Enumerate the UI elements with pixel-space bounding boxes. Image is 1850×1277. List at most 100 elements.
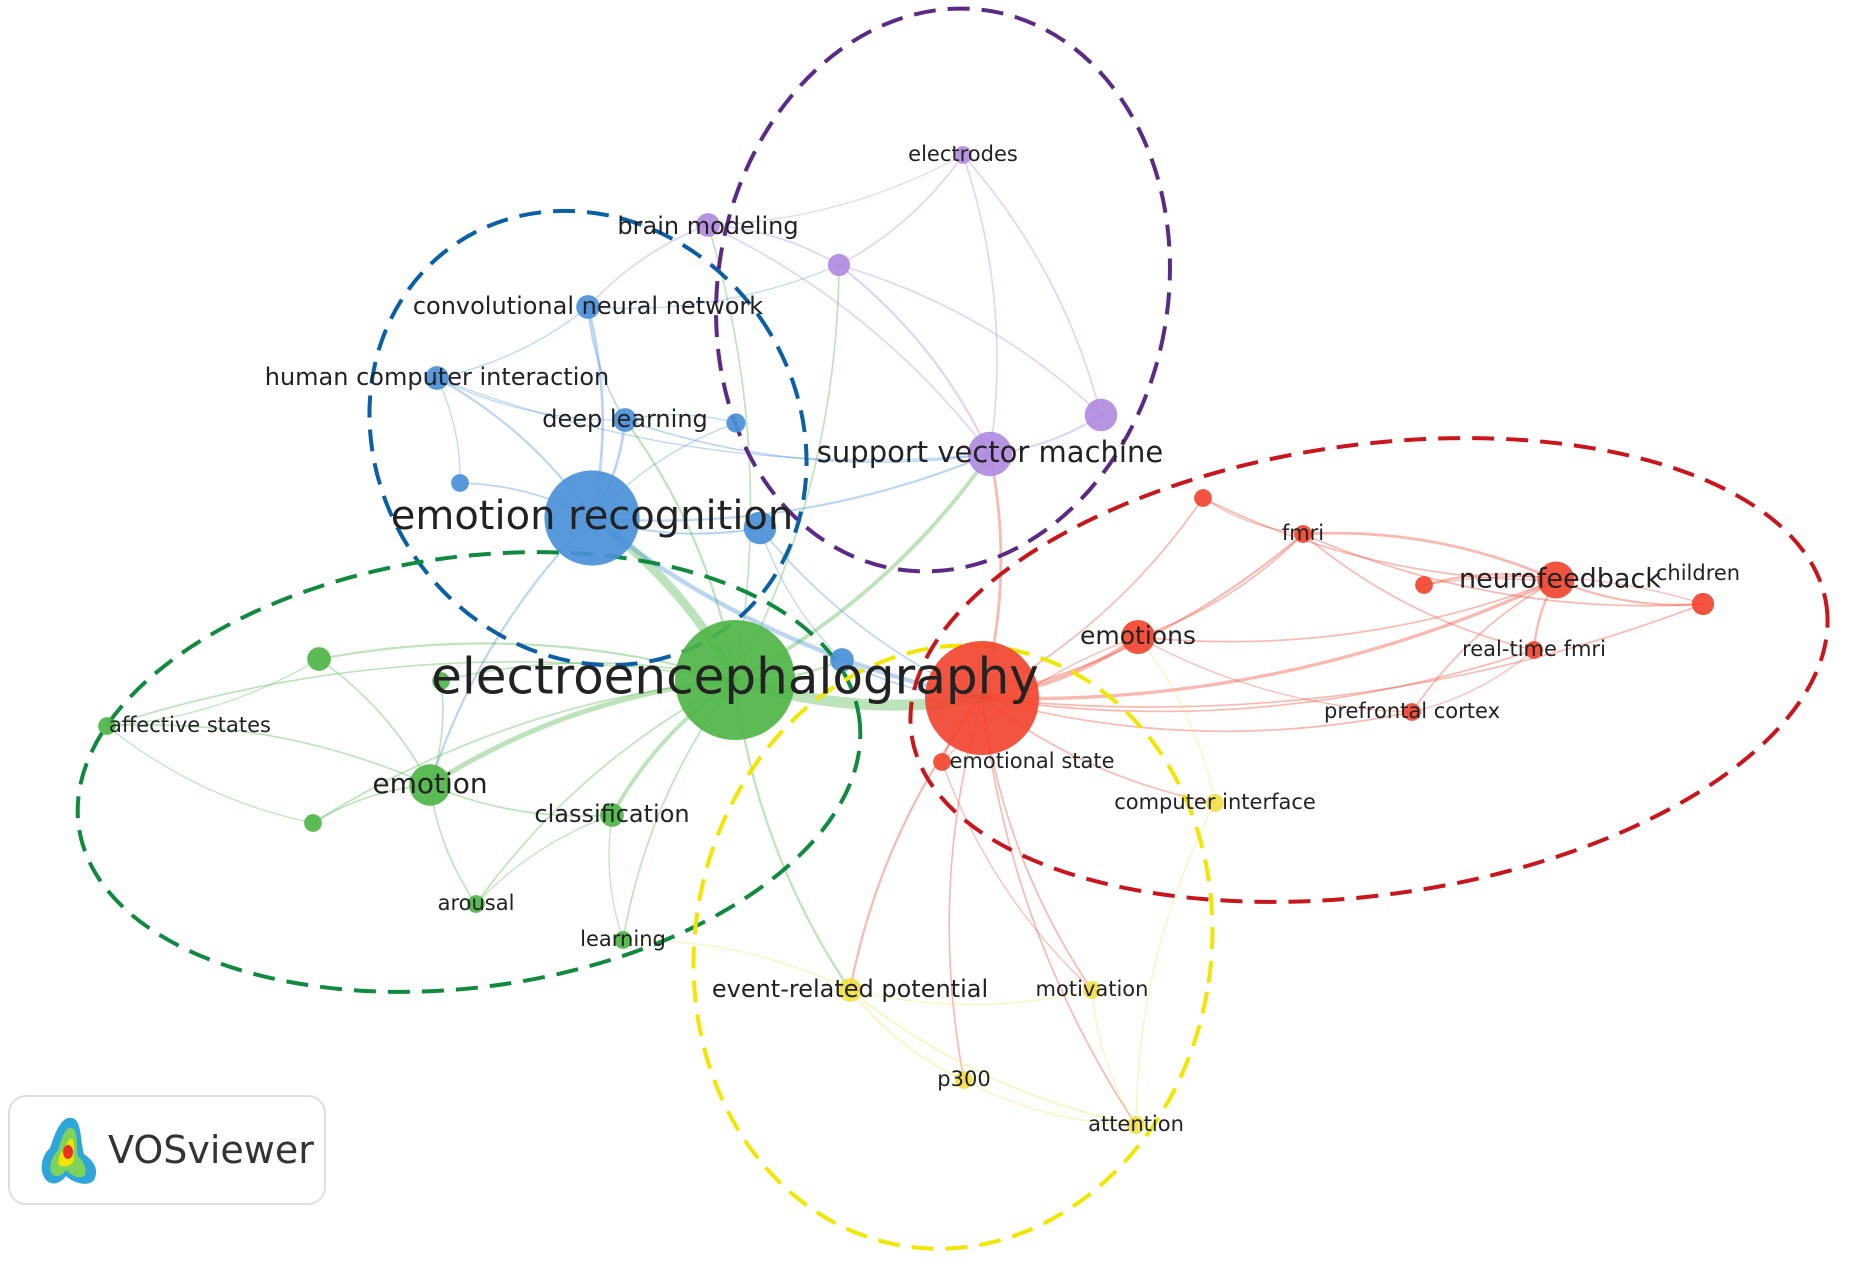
node-green-b[interactable] bbox=[432, 672, 450, 690]
link bbox=[436, 306, 589, 379]
node-motivation[interactable] bbox=[1083, 981, 1101, 999]
label-deep-learning: deep learning bbox=[542, 405, 708, 433]
link bbox=[106, 660, 736, 727]
link bbox=[106, 725, 314, 824]
label-electroencephalography: electroencephalography bbox=[431, 648, 1039, 706]
node-event-related-potential[interactable] bbox=[838, 978, 862, 1002]
cluster-outline-yellow bbox=[691, 643, 1215, 1251]
node-blue-c[interactable] bbox=[743, 511, 777, 545]
node-red-b[interactable] bbox=[1415, 576, 1433, 594]
node-electrodes[interactable] bbox=[954, 146, 972, 164]
label-arousal: arousal bbox=[438, 891, 515, 915]
link bbox=[622, 939, 851, 991]
node-emotion-recognition[interactable] bbox=[544, 470, 640, 566]
link bbox=[838, 154, 964, 266]
network-nodes bbox=[98, 146, 1715, 1134]
label-p300: p300 bbox=[937, 1067, 990, 1091]
node-affective-states[interactable] bbox=[98, 717, 116, 735]
node-brain-modeling[interactable] bbox=[696, 213, 720, 237]
node-learning[interactable] bbox=[614, 931, 632, 949]
node-red-a[interactable] bbox=[1194, 489, 1212, 507]
vosviewer-name: VOSviewer bbox=[108, 1128, 314, 1172]
label-convolutional-neural-network: convolutional neural network bbox=[413, 292, 763, 320]
vosviewer-badge: VOSviewer bbox=[8, 1095, 326, 1205]
link bbox=[849, 989, 1137, 1126]
node-human-computer-interaction[interactable] bbox=[425, 366, 449, 390]
link bbox=[981, 649, 1535, 713]
label-motivation: motivation bbox=[1036, 977, 1149, 1001]
node-arousal[interactable] bbox=[467, 895, 485, 913]
link bbox=[608, 814, 624, 941]
node-green-c[interactable] bbox=[304, 814, 322, 832]
link bbox=[106, 658, 320, 727]
label-fmri: fmri bbox=[1282, 521, 1324, 545]
node-convolutional-neural-network[interactable] bbox=[576, 295, 600, 319]
label-emotion: emotion bbox=[372, 767, 487, 800]
link bbox=[837, 263, 992, 456]
link bbox=[587, 224, 709, 308]
label-affective-states: affective states bbox=[109, 713, 271, 737]
node-emotion[interactable] bbox=[409, 764, 451, 806]
link bbox=[312, 679, 736, 824]
link bbox=[1301, 531, 1558, 582]
node-children[interactable] bbox=[1691, 592, 1715, 616]
network-labels: electroencephalography emotion recognitio… bbox=[109, 142, 1740, 1136]
node-neurofeedback[interactable] bbox=[1537, 561, 1575, 599]
node-electroencephalography[interactable] bbox=[675, 620, 795, 740]
label-learning: learning bbox=[580, 927, 666, 951]
label-computer-interface: computer interface bbox=[1114, 790, 1316, 814]
link bbox=[587, 306, 626, 421]
link bbox=[1137, 636, 1216, 804]
link bbox=[436, 377, 461, 484]
label-children: children bbox=[1656, 561, 1740, 585]
link bbox=[1135, 802, 1216, 1126]
link bbox=[436, 377, 626, 421]
link bbox=[759, 527, 843, 661]
node-attention[interactable] bbox=[1127, 1116, 1145, 1134]
node-red-hub[interactable] bbox=[925, 641, 1039, 755]
link bbox=[1302, 533, 1704, 607]
node-blue-b[interactable] bbox=[451, 474, 469, 492]
label-attention: attention bbox=[1088, 1112, 1184, 1136]
node-blue-d[interactable] bbox=[830, 648, 854, 672]
node-p300[interactable] bbox=[955, 1071, 973, 1089]
label-emotion-recognition: emotion recognition bbox=[391, 493, 794, 539]
link bbox=[981, 697, 1137, 1126]
node-deep-learning[interactable] bbox=[613, 408, 637, 432]
link bbox=[707, 224, 991, 455]
link bbox=[838, 264, 1102, 416]
node-fmri[interactable] bbox=[1294, 525, 1312, 543]
label-emotions: emotions bbox=[1080, 621, 1196, 650]
link bbox=[1137, 636, 1413, 713]
link bbox=[1091, 989, 1137, 1126]
node-real-time-fmri[interactable] bbox=[1525, 641, 1543, 659]
link bbox=[429, 784, 613, 817]
link bbox=[1302, 533, 1535, 651]
node-classification[interactable] bbox=[600, 803, 624, 827]
label-brain-modeling: brain modeling bbox=[617, 212, 798, 240]
link bbox=[436, 377, 991, 461]
link bbox=[1411, 649, 1535, 713]
node-computer-interface[interactable] bbox=[1206, 794, 1224, 812]
node-purple-a[interactable] bbox=[827, 253, 851, 277]
link bbox=[981, 697, 1413, 733]
node-prefrontal-cortex[interactable] bbox=[1403, 703, 1421, 721]
link bbox=[1411, 579, 1557, 713]
link bbox=[980, 578, 1558, 701]
node-support-vector-machine[interactable] bbox=[967, 431, 1013, 477]
node-blue-a[interactable] bbox=[726, 413, 746, 433]
node-green-a[interactable] bbox=[307, 647, 331, 671]
link bbox=[1202, 497, 1557, 581]
label-classification: classification bbox=[534, 800, 689, 828]
node-emotional-state[interactable] bbox=[933, 753, 951, 771]
node-emotions[interactable] bbox=[1120, 619, 1156, 655]
link bbox=[941, 761, 1093, 991]
label-human-computer-interaction: human computer interaction bbox=[265, 363, 610, 391]
link bbox=[962, 154, 1102, 416]
link bbox=[1202, 497, 1304, 535]
label-emotional-state: emotional state bbox=[949, 749, 1114, 773]
link bbox=[1137, 579, 1557, 643]
node-purple-b[interactable] bbox=[1084, 398, 1118, 432]
label-support-vector-machine: support vector machine bbox=[817, 435, 1163, 469]
